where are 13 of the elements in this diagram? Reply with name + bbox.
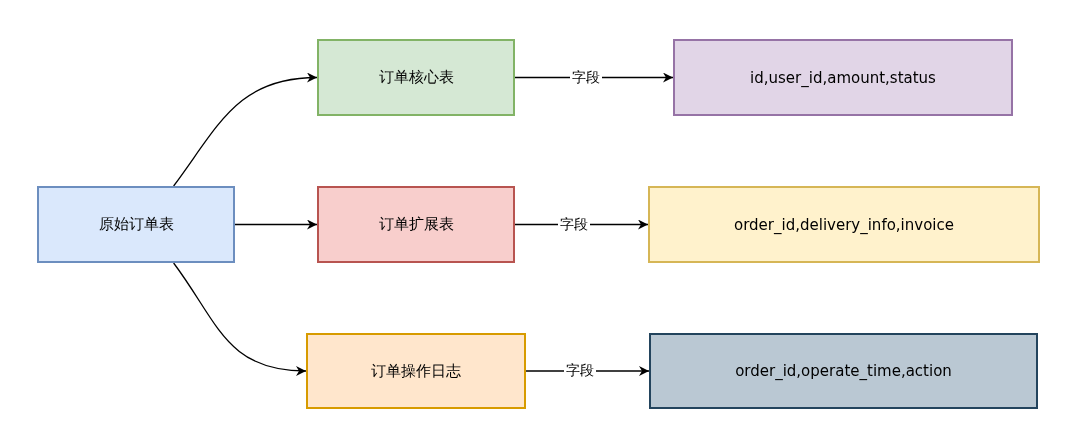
edge-label: 字段 xyxy=(557,215,590,234)
table-box: 订单操作日志 xyxy=(306,333,526,409)
table-box: 订单核心表 xyxy=(317,39,515,116)
table-box: id,user_id,amount,status xyxy=(673,39,1013,116)
table-box: 原始订单表 xyxy=(37,186,235,263)
edge-label: 字段 xyxy=(570,68,602,87)
edge-label: 字段 xyxy=(563,362,596,380)
table-box: 订单扩展表 xyxy=(317,186,515,263)
arrow xyxy=(234,219,318,230)
table-box: order_id,delivery_info,invoice xyxy=(648,186,1040,263)
table-box: order_id,operate_time,action xyxy=(649,333,1038,409)
arrow xyxy=(172,262,307,376)
arrow xyxy=(172,73,318,187)
